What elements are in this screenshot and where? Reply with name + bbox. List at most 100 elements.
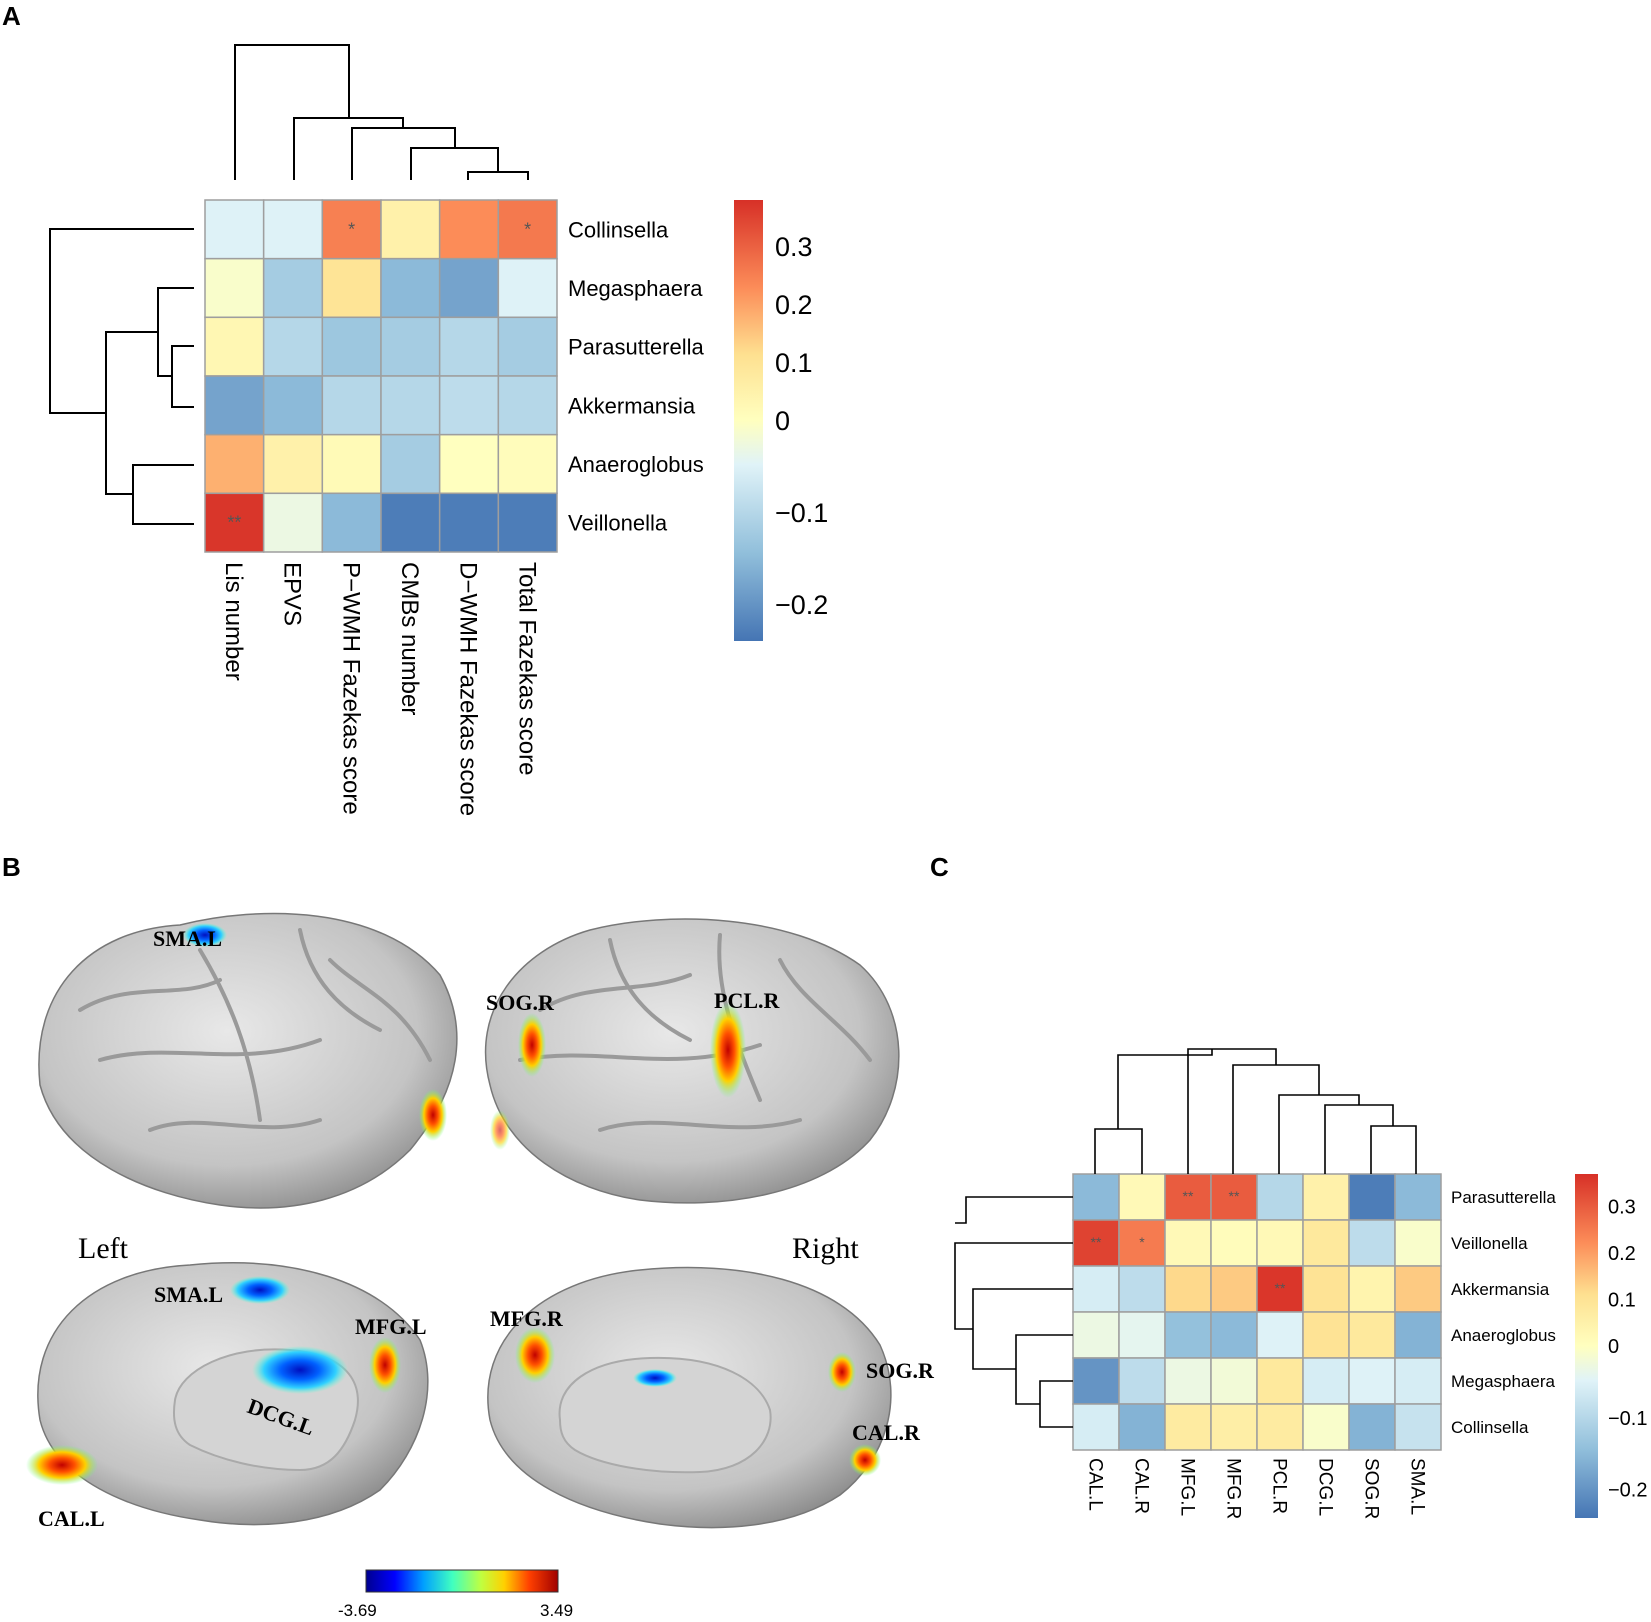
brain-label-sma-l-medial: SMA.L — [154, 1282, 223, 1307]
brain-left-medial — [26, 1262, 429, 1526]
heatmap-cell — [497, 375, 558, 436]
heatmap-cell — [1256, 1311, 1304, 1359]
heatmap-cell — [1394, 1173, 1442, 1221]
dendrogram-a-rows — [49, 228, 194, 525]
brain-panel: SMA.L SOG.R PCL.R SMA.L MFG.L DCG.L CAL.… — [26, 912, 935, 1620]
heatmap-cell — [1348, 1357, 1396, 1405]
activation-pcl-r-lateral — [710, 1002, 746, 1098]
heatmap-cell — [1164, 1357, 1212, 1405]
brain-right-lateral-surface — [484, 918, 900, 1204]
row-label: Megasphaera — [568, 276, 703, 301]
significance-marker: * — [524, 219, 531, 239]
heatmap-cell — [380, 257, 441, 319]
brain-label-sog-r-medial: SOG.R — [866, 1358, 935, 1383]
activation-mfg-l — [369, 1337, 401, 1393]
row-label: Veillonella — [1451, 1234, 1528, 1253]
heatmap-cell — [1256, 1173, 1304, 1221]
brain-label-sog-r-top: SOG.R — [486, 990, 555, 1015]
panel-letter-a: A — [2, 1, 21, 31]
brain-label-pcl-r: PCL.R — [714, 988, 781, 1013]
activation-cal-r — [849, 1444, 881, 1476]
heatmap-cell — [1210, 1265, 1258, 1313]
row-label: Veillonella — [568, 511, 668, 536]
activation-occipital-left-lateral — [419, 1089, 447, 1141]
heatmap-cell — [1210, 1219, 1258, 1267]
significance-marker: ** — [1091, 1234, 1102, 1250]
brain-side-left: Left — [78, 1232, 129, 1265]
heatmap-a: ****CollinsellaMegasphaeraParasutterella… — [204, 199, 705, 816]
heatmap-cell — [438, 257, 500, 319]
heatmap-cell — [1302, 1311, 1350, 1359]
brain-colorbar-min: -3.69 — [338, 1601, 377, 1620]
row-label: Parasutterella — [568, 335, 705, 360]
activation-sma-l-lateral — [183, 923, 227, 947]
colorbar-tick-label: 0 — [775, 406, 790, 436]
column-label: CAL.L — [1084, 1458, 1105, 1511]
heatmap-cell — [1072, 1311, 1120, 1359]
brain-right-lateral — [484, 918, 900, 1204]
heatmap-cell — [204, 492, 265, 553]
brain-label-sma-l-top: SMA.L — [153, 926, 222, 951]
heatmap-c: *********ParasutterellaVeillonellaAkkerm… — [1072, 1173, 1556, 1519]
dendrogram-a-columns — [234, 44, 529, 180]
heatmap-cell — [204, 199, 265, 260]
heatmap-cell — [321, 199, 382, 260]
heatmap-cell — [1302, 1357, 1350, 1405]
heatmap-cell — [1210, 1311, 1258, 1359]
row-label: Collinsella — [1451, 1418, 1529, 1437]
colorbar-tick-label: 0.1 — [1608, 1290, 1636, 1312]
heatmap-cell — [321, 257, 382, 319]
heatmap-cell — [1118, 1311, 1166, 1359]
significance-marker: ** — [1275, 1280, 1286, 1296]
colorbar-tick-label: 0.2 — [775, 290, 813, 320]
heatmap-cell — [1394, 1219, 1442, 1267]
heatmap-cell — [262, 316, 324, 377]
colorbar-tick-label: −0.1 — [1608, 1408, 1647, 1430]
activation-dcg-l — [252, 1346, 348, 1394]
heatmap-cell — [1348, 1311, 1396, 1359]
activation-sog-r-lateral — [518, 1013, 546, 1077]
activation-small-right-lateral — [490, 1110, 510, 1150]
heatmap-cell — [380, 199, 441, 260]
column-label: SMA.L — [1406, 1458, 1427, 1515]
heatmap-cell — [438, 316, 500, 377]
row-label: Akkermansia — [568, 393, 696, 418]
brain-label-cal-r: CAL.R — [852, 1420, 921, 1445]
brain-label-cal-l: CAL.L — [38, 1506, 105, 1531]
activation-sog-r-medial — [828, 1352, 856, 1392]
heatmap-cell — [1348, 1173, 1396, 1221]
heatmap-cell — [380, 492, 441, 553]
colorbar-tick-label: 0 — [1608, 1336, 1619, 1358]
column-label: PCL.R — [1268, 1458, 1289, 1514]
colorbar-c-gradient — [1575, 1174, 1598, 1518]
heatmap-cell — [262, 492, 324, 553]
heatmap-cell — [438, 199, 500, 260]
significance-marker: * — [348, 219, 355, 239]
heatmap-cell — [204, 316, 265, 377]
row-label: Anaeroglobus — [568, 452, 704, 477]
heatmap-cell — [1394, 1357, 1442, 1405]
colorbar-tick-label: −0.1 — [775, 498, 828, 528]
heatmap-cell — [380, 375, 441, 436]
heatmap-cell — [1348, 1219, 1396, 1267]
significance-marker: ** — [1229, 1188, 1240, 1204]
colorbar-a: 0.30.20.10−0.1−0.2 — [734, 200, 828, 641]
heatmap-cell — [1164, 1219, 1212, 1267]
heatmap-cell — [438, 433, 500, 495]
dendrogram-c-columns — [1094, 1048, 1417, 1174]
brain-label-mfg-l: MFG.L — [355, 1314, 427, 1339]
column-label: P−WMH Fazekas score — [337, 562, 364, 815]
colorbar-tick-label: −0.2 — [1608, 1480, 1647, 1502]
activation-sma-l-medial — [230, 1276, 290, 1304]
heatmap-cell — [1072, 1403, 1120, 1451]
dendrogram-c-rows — [954, 1196, 1073, 1428]
heatmap-cell — [497, 316, 558, 377]
heatmap-cell — [321, 316, 382, 377]
heatmap-cell — [1256, 1403, 1304, 1451]
heatmap-cell — [1118, 1265, 1166, 1313]
heatmap-cell — [1164, 1265, 1212, 1313]
heatmap-cell — [1302, 1173, 1350, 1221]
heatmap-cell — [497, 257, 558, 319]
heatmap-cell — [204, 257, 265, 319]
